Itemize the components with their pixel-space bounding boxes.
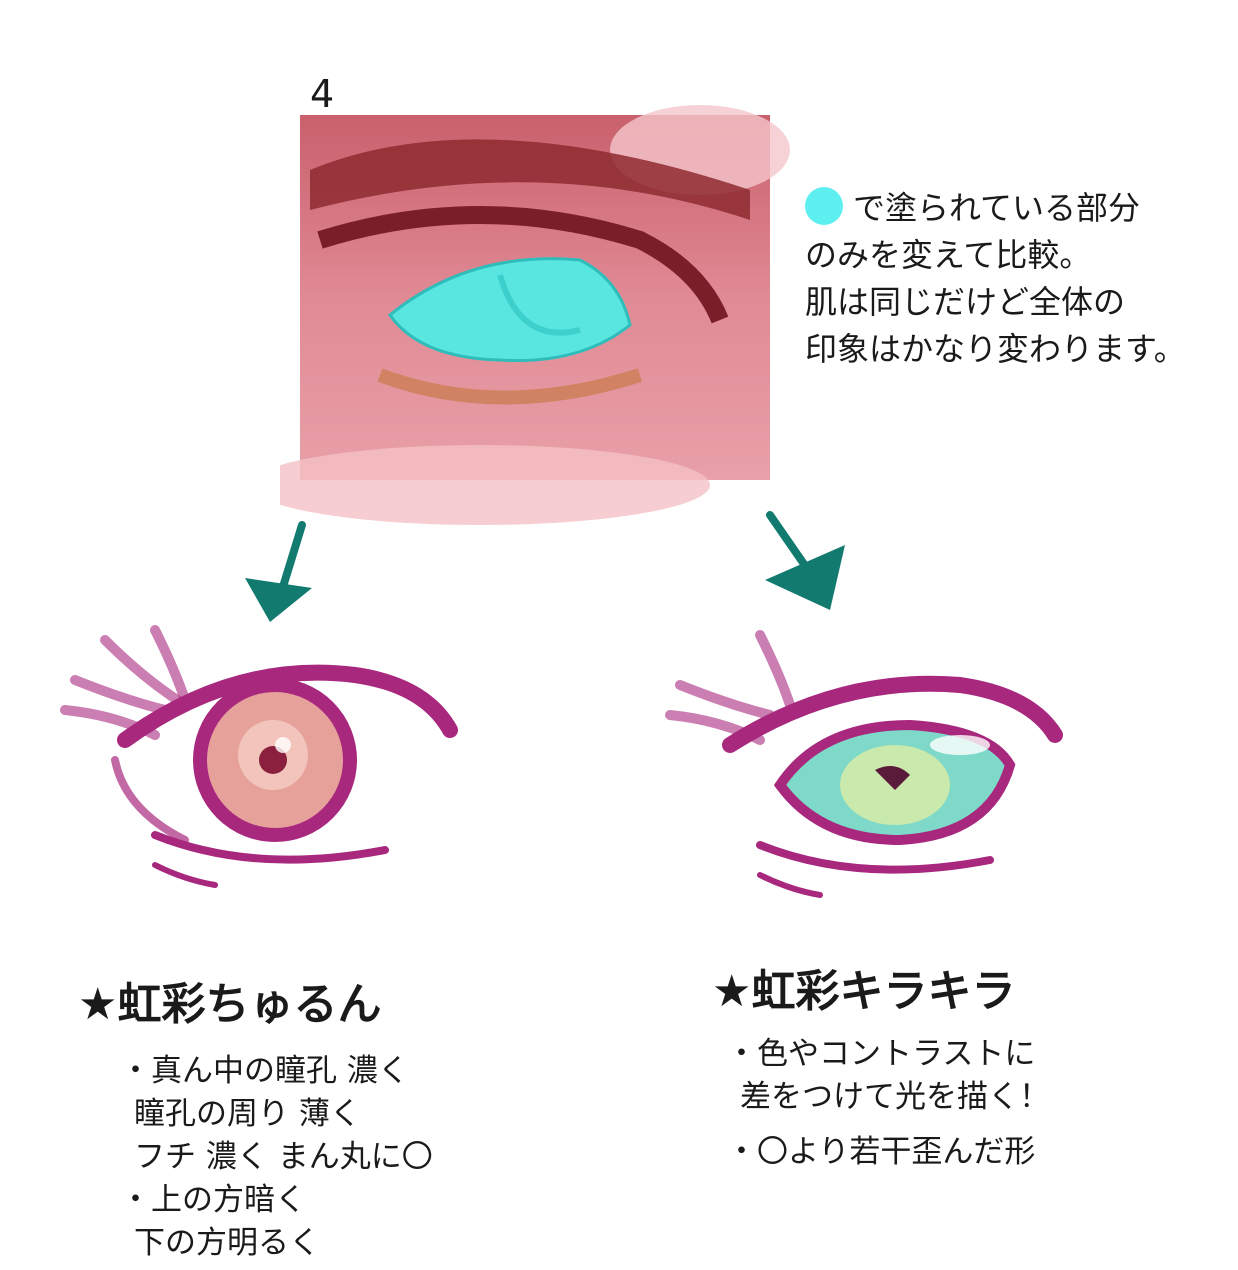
note-line: のみを変えて比較。 [805,236,1092,274]
arrow-right-icon [765,511,845,610]
note-line: フチ 濃く まん丸に〇 [134,1139,433,1175]
left-notes: ・真ん中の瞳孔 濃く 瞳孔の周り 薄く フチ 濃く まん丸に〇 ・上の方暗く 下… [78,1050,433,1265]
right-section: ★虹彩キラキラ ・色やコントラストに 差をつけて光を描く！ ・〇より若干歪んだ形 [712,955,1050,1174]
step-number: 4 [310,72,335,116]
note-line: 瞳孔の周り 薄く [134,1096,361,1132]
note-line: 下の方明るく [134,1225,320,1261]
painted-eye-base [280,105,790,525]
right-title: ★虹彩キラキラ [712,966,1016,1017]
note-line: 印象はかなり変わります。 [805,330,1186,368]
note-line: 肌は同じだけど全体の [805,283,1126,321]
left-title: ★虹彩ちゅるん [78,979,382,1030]
pupil [875,766,910,790]
iris-region-cyan [387,257,632,363]
note-line: ・上の方暗く [120,1182,306,1218]
eye-illustration-sparkly-iris [665,630,1063,898]
cyan-swatch-icon [805,187,843,225]
note-line: ・色やコントラストに [726,1036,1036,1072]
note-line: で塗られている部分 [853,189,1141,227]
note-line: 差をつけて光を描く！ [740,1079,1050,1115]
pupil [259,746,287,774]
left-section: ★虹彩ちゅるん ・真ん中の瞳孔 濃く 瞳孔の周り 薄く フチ 濃く まん丸に〇 … [78,968,433,1265]
eyebrow-stroke [310,139,750,220]
comparison-note: で塗られている部分 のみを変えて比較。 肌は同じだけど全体の 印象はかなり変わり… [805,185,1186,373]
lower-lashes [377,368,643,405]
upper-lashes [317,206,729,324]
right-notes: ・色やコントラストに 差をつけて光を描く！ ・〇より若干歪んだ形 [712,1033,1050,1174]
eye-illustration-smooth-iris [60,625,458,888]
note-line: ・〇より若干歪んだ形 [726,1134,1036,1170]
arrow-left-icon [245,521,312,622]
note-line: ・真ん中の瞳孔 濃く [120,1053,409,1089]
